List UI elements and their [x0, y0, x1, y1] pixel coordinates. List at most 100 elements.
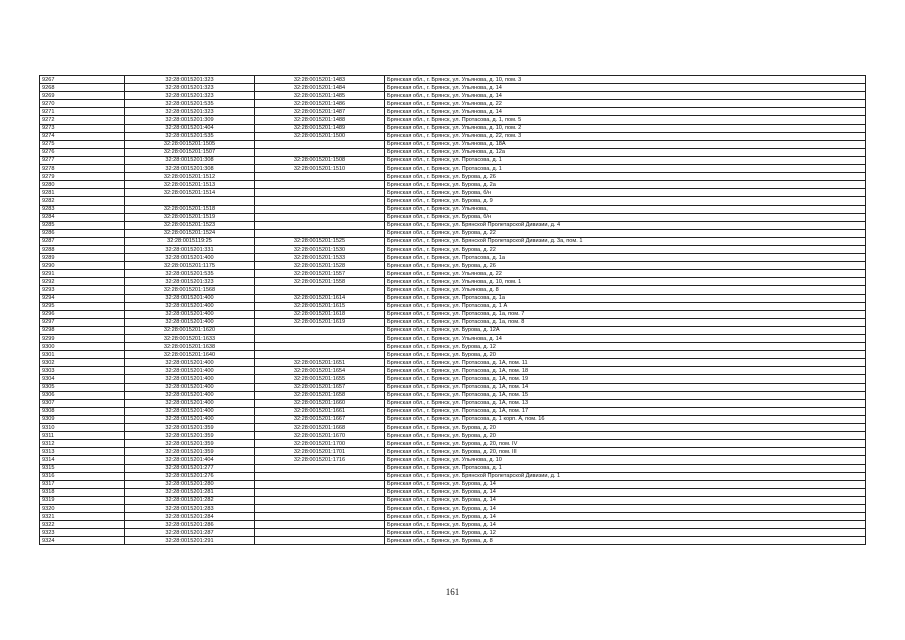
- cadastral-number-cell: 32:28:0015201:1615: [254, 301, 385, 311]
- row-number-cell: 9323: [39, 528, 125, 538]
- cadastral-number-cell: 32:28:0015201:1651: [254, 358, 385, 368]
- cadastral-number-cell: [254, 139, 385, 149]
- cadastral-number-cell: 32:28:0015201:1654: [254, 366, 385, 376]
- row-number-cell: 9299: [39, 333, 125, 344]
- address-cell: Брянская обл., г. Брянск, ул. Ульянова, …: [384, 123, 866, 133]
- row-number-cell: 9292: [39, 277, 125, 287]
- address-cell: Брянская обл., г. Брянск, ул. Бурова, б/…: [384, 212, 866, 222]
- address-cell: Брянская обл., г. Брянск, ул. Ульянова, …: [384, 139, 866, 149]
- address-cell: Брянская обл., г. Брянск, ул. Бурова, д.…: [384, 495, 866, 505]
- address-cell: Брянская обл., г. Брянск, ул. Протасова,…: [384, 155, 866, 166]
- row-number-cell: 9306: [39, 390, 125, 400]
- address-cell: Брянская обл., г. Брянск, ул. Брянской П…: [384, 471, 866, 481]
- address-cell: Брянская обл., г. Брянск, ул. Бурова, д.…: [384, 423, 866, 433]
- row-number-cell: 9311: [39, 431, 125, 441]
- parent-cadastral-number-cell: 32:28:0015201:400: [124, 358, 255, 368]
- row-number-cell: 9310: [39, 423, 125, 433]
- row-number-cell: 9277: [39, 155, 125, 166]
- address-cell: Брянская обл., г. Брянск, ул. Бурова, д.…: [384, 479, 866, 489]
- parent-cadastral-number-cell: 32:28:0015201:535: [124, 131, 255, 141]
- cadastral-number-cell: 32:28:0015201:1700: [254, 439, 385, 449]
- parent-cadastral-number-cell: 32:28:0015201:1638: [124, 342, 255, 352]
- address-cell: Брянская обл., г. Брянск, ул. Бурова, д.…: [384, 325, 866, 336]
- address-cell: Брянская обл., г. Брянск, ул. Ульянова, …: [384, 99, 866, 109]
- cadastral-number-cell: 32:28:0015201:1486: [254, 99, 385, 109]
- address-cell: Брянская обл., г. Брянск, ул. Ульянова, …: [384, 107, 866, 117]
- row-number-cell: 9293: [39, 285, 125, 295]
- cadastral-number-cell: [254, 196, 385, 206]
- parent-cadastral-number-cell: 32:28:0015201:331: [124, 244, 255, 255]
- parent-cadastral-number-cell: 32:28:0015201:400: [124, 398, 255, 408]
- row-number-cell: 9316: [39, 471, 125, 481]
- row-number-cell: 9275: [39, 139, 125, 149]
- row-number-cell: 9322: [39, 520, 125, 530]
- parent-cadastral-number-cell: 32:28:0015201:1640: [124, 350, 255, 360]
- cadastral-number-cell: [254, 528, 385, 538]
- parent-cadastral-number-cell: 32:28:0015201:1523: [124, 220, 255, 230]
- cadastral-number-cell: 32:28:0015201:1557: [254, 269, 385, 279]
- cadastral-number-cell: [254, 220, 385, 230]
- row-number-cell: 9286: [39, 228, 125, 238]
- address-cell: Брянская обл., г. Брянск, ул. Протасова,…: [384, 358, 866, 368]
- parent-cadastral-number-cell: 32:28:0015119:25: [124, 236, 255, 246]
- parent-cadastral-number-cell: 32:28:0015201:308: [124, 164, 255, 174]
- row-number-cell: 9303: [39, 366, 125, 376]
- parent-cadastral-number-cell: 32:28:0015201:359: [124, 439, 255, 449]
- row-number-cell: 9283: [39, 204, 125, 214]
- cadastral-number-cell: 32:28:0015201:1489: [254, 123, 385, 133]
- row-number-cell: 9285: [39, 220, 125, 230]
- cadastral-number-cell: [254, 512, 385, 522]
- row-number-cell: 9279: [39, 172, 125, 182]
- row-number-cell: 9317: [39, 479, 125, 489]
- parent-cadastral-number-cell: 32:28:0015201:323: [124, 277, 255, 287]
- cadastral-number-cell: [254, 536, 385, 546]
- cadastral-number-cell: [254, 147, 385, 157]
- cadastral-number-cell: 32:28:0015201:1558: [254, 277, 385, 287]
- parent-cadastral-number-cell: 32:28:0015201:291: [124, 536, 255, 546]
- address-cell: Брянская обл., г. Брянск, ул. Протасова,…: [384, 301, 866, 311]
- parent-cadastral-number-cell: 32:28:0015201:309: [124, 115, 255, 125]
- parent-cadastral-number-cell: 32:28:0015201:1513: [124, 180, 255, 190]
- parent-cadastral-number-cell: 32:28:0015201:276: [124, 471, 255, 481]
- parent-cadastral-number-cell: 32:28:0015201:400: [124, 382, 255, 392]
- cadastral-number-cell: 32:28:0015201:1525: [254, 236, 385, 246]
- parent-cadastral-number-cell: 32:28:0015201:308: [124, 155, 255, 166]
- parent-cadastral-number-cell: 32:28:0015201:1514: [124, 188, 255, 198]
- parent-cadastral-number-cell: 32:28:0015201:359: [124, 431, 255, 441]
- address-cell: Брянская обл., г. Брянск, ул. Протасова,…: [384, 390, 866, 400]
- row-number-cell: 9290: [39, 261, 125, 271]
- address-cell: Брянская обл., г. Брянск, ул. Протасова,…: [384, 406, 866, 416]
- cadastral-number-cell: 32:28:0015201:1484: [254, 83, 385, 93]
- parent-cadastral-number-cell: 32:28:0015201:1519: [124, 212, 255, 222]
- cadastral-number-cell: 32:28:0015201:1657: [254, 382, 385, 392]
- parent-cadastral-number-cell: 32:28:0015201:1633: [124, 333, 255, 344]
- address-cell: Брянская обл., г. Брянск, ул. Бурова, д.…: [384, 244, 866, 255]
- address-cell: Брянская обл., г. Брянск, ул. Бурова, д.…: [384, 447, 866, 457]
- parent-cadastral-number-cell: 32:28:0015201:404: [124, 123, 255, 133]
- row-number-cell: 9274: [39, 131, 125, 141]
- parent-cadastral-number-cell: 32:28:0015201:283: [124, 503, 255, 514]
- cadastral-number-cell: 32:28:0015201:1614: [254, 293, 385, 303]
